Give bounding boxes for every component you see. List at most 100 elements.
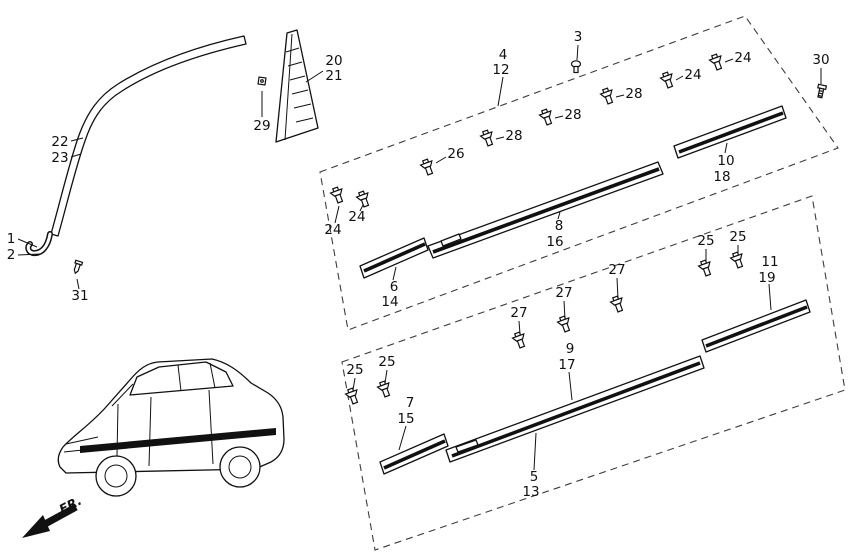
molding-side-front-upper — [359, 237, 429, 279]
fasteners — [71, 52, 827, 406]
callout-25-3: 25 — [697, 233, 714, 249]
callout-13: 13 — [522, 484, 539, 500]
leader-line — [76, 278, 80, 290]
clip-seat — [440, 233, 462, 247]
leader-line — [495, 136, 505, 140]
callout-24-4: 24 — [734, 50, 751, 66]
grommet-icon — [570, 60, 582, 74]
car-illustration — [57, 358, 285, 497]
leader-line — [615, 94, 625, 98]
roof-drip-trim — [25, 35, 247, 257]
push-clip-icon — [328, 185, 347, 205]
push-clip-icon — [537, 107, 556, 127]
front-wheel — [95, 455, 137, 497]
leader-line — [305, 70, 324, 83]
leader-line — [563, 300, 566, 320]
windshield-line — [111, 383, 134, 407]
leader-line — [435, 156, 447, 164]
side-protector-stripe — [80, 428, 276, 453]
callout-25-1: 25 — [346, 362, 363, 378]
fr-arrow-icon — [22, 515, 50, 538]
callout-24-2: 24 — [348, 209, 365, 225]
callout-6: 6 — [390, 279, 399, 295]
push-clip-icon — [478, 128, 497, 148]
fr-label: FR. — [57, 493, 84, 517]
callout-11: 11 — [761, 254, 778, 270]
leader-lines — [17, 44, 822, 471]
leader-line — [518, 320, 521, 335]
callout-19: 19 — [758, 270, 775, 286]
callout-27-1: 27 — [510, 305, 527, 321]
callout-7: 7 — [406, 395, 415, 411]
callout-27-3: 27 — [608, 262, 625, 278]
push-clip-icon — [658, 70, 677, 90]
leader-line — [768, 283, 772, 311]
callout-21: 21 — [325, 68, 342, 84]
door-line — [148, 396, 152, 467]
car-side-windows — [129, 361, 234, 396]
callout-28-3: 28 — [625, 86, 642, 102]
rear-wheel-hub — [228, 455, 252, 479]
molding-side-door-upper — [427, 161, 664, 259]
callout-10: 10 — [717, 153, 734, 169]
push-clip-icon — [707, 52, 726, 72]
callout-25-2: 25 — [378, 354, 395, 370]
callout-24-3: 24 — [684, 67, 701, 83]
molding-side-rear-upper — [673, 105, 787, 159]
callout-4: 4 — [499, 47, 508, 63]
callout-29: 29 — [253, 118, 270, 134]
leader-line — [384, 369, 388, 384]
callout-15: 15 — [397, 411, 414, 427]
callout-16: 16 — [546, 234, 563, 250]
screw-icon — [71, 259, 84, 275]
leader-line — [724, 58, 734, 63]
leader-line — [392, 266, 397, 281]
leader-line — [533, 432, 537, 471]
headlight-line — [65, 436, 99, 445]
callout-31: 31 — [71, 288, 88, 304]
fr-arrow-shaft — [43, 503, 78, 528]
molding-side-front-lower — [379, 433, 449, 475]
callout-28-2: 28 — [564, 107, 581, 123]
leader-line — [352, 377, 356, 391]
trim-end-hook-inner — [26, 232, 52, 255]
clip-seat — [455, 439, 479, 453]
callout-26: 26 — [447, 146, 464, 162]
bolt-icon — [815, 83, 827, 99]
callouts: 1 2 22 23 31 29 20 21 3 4 12 24 24 26 28… — [7, 29, 830, 500]
leader-line — [724, 142, 728, 154]
callout-24-1: 24 — [324, 222, 341, 238]
fr-direction: FR. — [22, 493, 84, 538]
leader-line — [17, 253, 41, 256]
push-clip-icon — [598, 86, 617, 106]
callout-12: 12 — [492, 62, 509, 78]
callout-2: 2 — [7, 247, 16, 263]
upper-assembly-box — [319, 15, 839, 331]
b-pillar-line — [177, 364, 182, 392]
leader-line — [359, 204, 364, 212]
push-clip-icon — [354, 189, 373, 209]
callout-27-2: 27 — [555, 285, 572, 301]
leader-line — [557, 211, 561, 220]
leader-line — [497, 76, 504, 107]
leader-line — [70, 137, 84, 142]
molding-side-rear-lower — [701, 299, 811, 353]
leader-line — [334, 205, 340, 224]
leader-line — [576, 44, 579, 61]
pillar-garnish — [275, 29, 319, 143]
leader-line — [616, 277, 619, 300]
leader-line — [17, 238, 38, 248]
leader-line — [398, 425, 407, 451]
callout-30: 30 — [812, 52, 829, 68]
callout-25-4: 25 — [729, 229, 746, 245]
molding-side-door-lower — [445, 355, 705, 463]
callout-17: 17 — [558, 357, 575, 373]
nut-icon — [257, 76, 267, 86]
leader-line — [70, 153, 82, 158]
door-line — [208, 389, 214, 465]
callout-5: 5 — [530, 469, 539, 485]
callout-3: 3 — [574, 29, 583, 45]
leader-line — [554, 115, 564, 119]
